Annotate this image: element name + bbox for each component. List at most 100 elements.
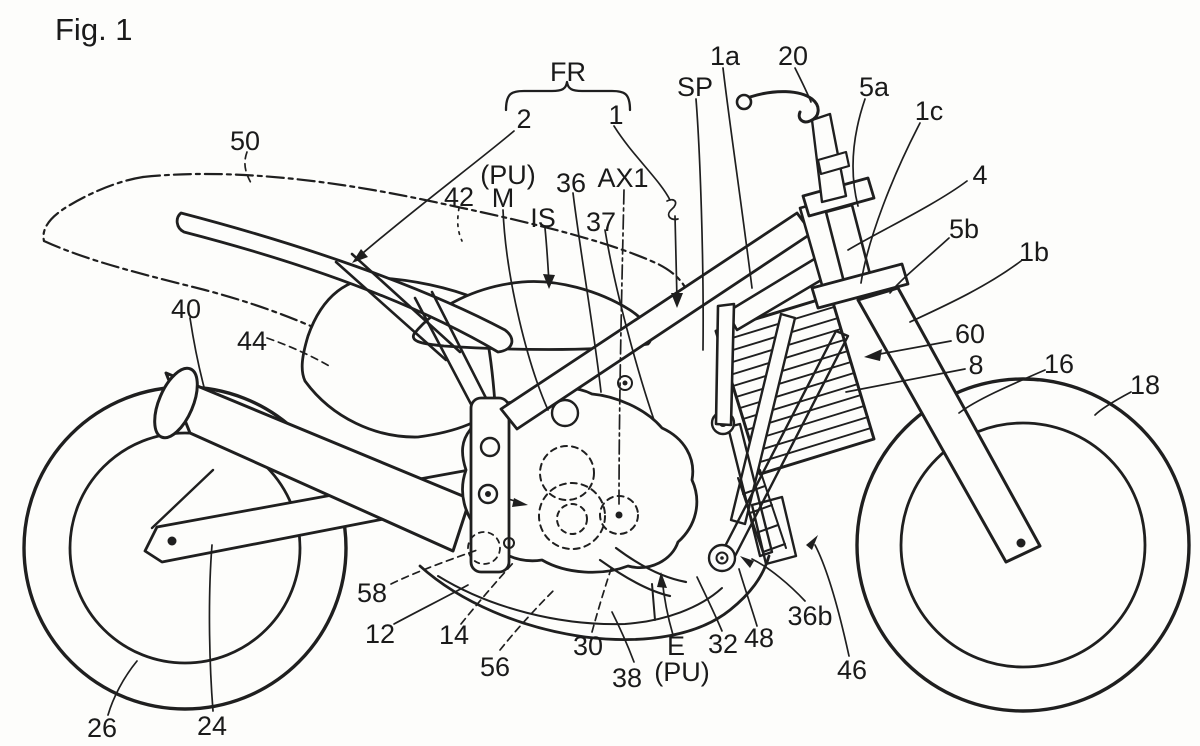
ref-label-44: 44 [237, 326, 267, 356]
fr-brace [504, 80, 632, 112]
ref-label-20: 20 [778, 41, 808, 71]
leader-1a [722, 67, 753, 289]
ref-label-1c: 1c [915, 96, 944, 126]
leader-32 [696, 576, 723, 632]
ref-label-is: IS [530, 203, 556, 233]
figure-title: Fig. 1 [55, 12, 133, 47]
leader-58 [390, 548, 481, 585]
ref-label-18: 18 [1130, 370, 1160, 400]
leader-18 [1094, 391, 1132, 416]
leader-36b [751, 558, 806, 602]
leader-36 [572, 192, 602, 393]
leader-e-arrowhead [657, 572, 667, 588]
reference-labels: Fig. 1 FR 2 1 SP 1a 20 5a 1c 4 5b 1b 50 … [55, 12, 1160, 743]
leader-36b-arrowhead [740, 556, 754, 568]
ref-label-e: E [667, 631, 685, 661]
handlebar-grip-end [735, 93, 753, 111]
ref-label-1: 1 [608, 100, 623, 130]
leader-30 [591, 565, 613, 633]
ref-label-m: M [492, 183, 515, 213]
ref-label-1b: 1b [1019, 237, 1049, 267]
front-rim [899, 421, 1147, 669]
gear-phantom-1 [539, 445, 595, 501]
pivot-bolt-lower-inner [715, 551, 729, 565]
ref-label-42: 42 [444, 182, 474, 212]
ref-label-1a: 1a [710, 41, 741, 71]
ref-label-5b: 5b [949, 214, 979, 244]
leader-40 [189, 317, 205, 388]
leader-56 [499, 587, 557, 651]
front-end [735, 90, 1042, 564]
leader-60 [868, 340, 952, 357]
leader-14 [460, 562, 514, 625]
trellis-tube-a [334, 252, 462, 362]
ref-label-56: 56 [480, 652, 510, 682]
ref-label-50: 50 [230, 126, 260, 156]
muffler [150, 366, 472, 553]
plate-phantom-circle [467, 531, 501, 565]
ref-label-14: 14 [439, 620, 469, 650]
leader-26 [107, 660, 138, 716]
engine-bolt [617, 375, 633, 391]
leader-2 [355, 130, 515, 260]
rear-axle-dot [167, 536, 177, 546]
ref-label-36: 36 [556, 168, 586, 198]
fork-blade [856, 286, 1042, 564]
leader-4 [847, 180, 968, 251]
ref-label-16: 16 [1044, 349, 1074, 379]
gear-phantom-3 [556, 503, 588, 535]
ref-label-fr: FR [550, 57, 586, 87]
leader-46-arrowhead [806, 535, 818, 550]
plate-bolt [503, 537, 515, 549]
ref-label-46: 46 [837, 655, 867, 685]
ref-label-5a: 5a [859, 72, 890, 102]
leader-20 [794, 67, 812, 103]
leader-lines [107, 67, 1132, 716]
leader-48 [738, 568, 758, 627]
carb-circle [550, 398, 580, 428]
ref-label-pu-top: (PU) [480, 160, 536, 190]
ref-label-pu-bottom: (PU) [654, 657, 710, 687]
rotation-arrow-head [512, 498, 528, 507]
leader-sp [695, 98, 705, 351]
leader-1 [613, 125, 678, 301]
rear-rim [68, 431, 302, 665]
ref-label-24: 24 [197, 711, 227, 741]
ref-label-ax1: AX1 [597, 163, 648, 193]
leader-38 [611, 611, 635, 663]
riser-band [816, 150, 851, 176]
leader-24 [208, 544, 214, 712]
ref-label-58: 58 [357, 578, 387, 608]
ref-label-12: 12 [365, 619, 395, 649]
leader-ax1 [618, 189, 625, 507]
ref-label-2: 2 [516, 104, 531, 134]
ref-label-37: 37 [586, 207, 616, 237]
ref-label-32: 32 [708, 629, 738, 659]
leader-50 [244, 151, 252, 184]
leader-37 [604, 229, 655, 421]
leader-1-break-mark [666, 198, 679, 221]
ref-label-36b: 36b [787, 601, 832, 631]
ref-label-48: 48 [744, 623, 774, 653]
rear-strut [714, 302, 736, 427]
leader-1c [860, 122, 921, 284]
handlebar [735, 90, 820, 124]
trellis-tube-b [413, 290, 490, 410]
ref-label-8: 8 [968, 350, 983, 380]
plate-hole-1 [479, 436, 501, 458]
leader-44 [266, 337, 332, 368]
plate-hole-2 [477, 483, 499, 505]
ref-label-40: 40 [171, 294, 201, 324]
engine-bolt-dot [622, 380, 628, 386]
ref-label-26: 26 [87, 713, 117, 743]
leader-42 [456, 207, 463, 242]
ref-label-60: 60 [955, 319, 985, 349]
leader-2-arrowhead [352, 249, 368, 263]
leader-5a [852, 98, 866, 207]
plate-hole-2-dot [485, 491, 491, 497]
bottom-bracket [810, 262, 910, 310]
ref-label-4: 4 [972, 160, 987, 190]
leader-60-arrowhead [864, 349, 882, 361]
